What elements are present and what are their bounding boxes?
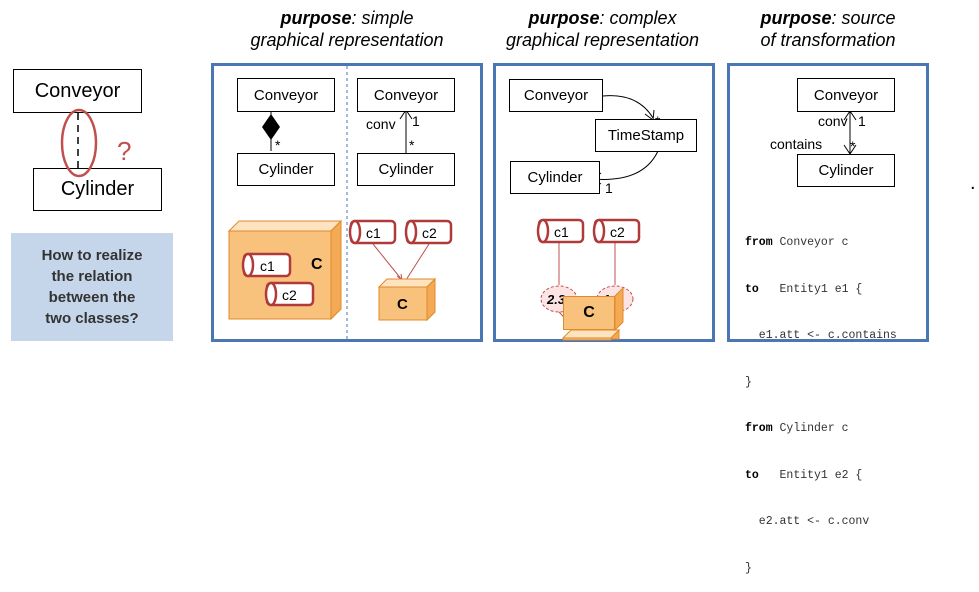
question-line-4: two classes? [45,310,139,327]
panel1-title-line1: : simple [351,8,414,28]
cylinder-right-label-c2: c2 [422,225,437,241]
cylinder-c1: c1 [241,252,292,278]
relation-highlight-ellipse [60,108,98,178]
question-line-3: between the [48,289,136,306]
cylinder-c1-right: c1 [348,219,397,245]
code-line-3: e1.att <- c.contains [745,329,897,342]
panel1-title-bold: purpose [280,8,352,28]
p2-timestamp-label: TimeStamp [607,127,685,144]
panel3-title-line1: : source [831,8,896,28]
panel1-diagram: * conv 1 * C c1 c2 c1 c2 C [227,66,453,339]
mult-star: * [275,137,281,153]
p3-class-cylinder: Cylinder [797,154,895,187]
class-cylinder: Cylinder [33,168,162,211]
panel3-title-bold: purpose [760,8,832,28]
link-c1 [372,243,403,281]
code-line-1: from Conveyor c [745,236,849,249]
container-label: C [311,256,323,273]
role-conv: conv [366,116,396,132]
p3-conveyor-label: Conveyor [813,86,879,104]
p2-class-conveyor: Conveyor [509,79,603,112]
class-conveyor: Conveyor [13,69,142,113]
p2-container-cube [561,328,621,341]
p3-role-contains: contains [770,136,823,152]
panel3-title: purpose: source of transformation [728,7,928,51]
question-line-1: How to realize [41,247,143,264]
panel2-title-bold: purpose [528,8,600,28]
relation-sketch: ? [60,108,131,178]
cylinder-label-c2: c2 [282,287,297,303]
question-box: How to realize the relation between the … [11,233,173,341]
p2-cylinder-c2: c2 [592,218,641,244]
p1-class-conveyor: Conveyor [237,78,335,112]
p1-class-cylinder-right: Cylinder [357,153,455,186]
p2-conveyor-label: Conveyor [523,87,589,104]
question-mark-icon: ? [117,136,131,166]
p1-class-conveyor-right: Conveyor [357,78,455,112]
p3-cylinder-label: Cylinder [818,162,874,179]
panel2-title: purpose: complex graphical representatio… [490,7,715,51]
link-c2 [405,243,430,281]
composition-diamond-icon [262,114,280,140]
code-line-6: to Entity1 e2 { [745,468,863,482]
code-line-2: to Entity1 e1 { [745,282,863,296]
code-line-8: } [745,561,752,575]
link-timestamp-cylinder [592,150,659,180]
trailing-dot: . [970,172,976,194]
panel3-title-line2: of transformation [760,30,896,50]
p2-container-label: C [583,304,595,321]
p1-conveyor-label: Conveyor [253,86,319,104]
p3-mult-star: * [850,138,856,154]
cylinder-right-label-c1: c1 [366,225,381,241]
panel1-title-line2: graphical representation [250,30,444,50]
mult-one: 1 [412,113,420,129]
link-conveyor-timestamp [602,95,654,119]
mult-one-p2: 1 [605,180,613,196]
p2-cylinder-c1: c1 [536,218,585,244]
panel2-title-line2: graphical representation [505,30,700,50]
code-line-4: } [745,375,752,389]
p2-cube-side [614,288,624,332]
panel2-title-line1: : complex [599,8,677,28]
panel-transformation [727,63,929,342]
container-cube-small: C [377,277,437,322]
code-line-5: from Cylinder c [745,422,849,435]
p2-class-timestamp: TimeStamp [595,119,697,152]
p3-class-conveyor: Conveyor [797,78,895,112]
cylinder-c2-right: c2 [404,219,453,245]
p1-conveyor-right-label: Conveyor [373,86,439,104]
code-line-7: e2.att <- c.conv [745,515,870,528]
question-line-2: the relation [51,268,133,285]
p1-class-cylinder: Cylinder [237,153,335,186]
cylinder-c2: c2 [264,281,315,307]
p2-class-cylinder: Cylinder [510,161,600,194]
class-conveyor-label: Conveyor [34,79,121,102]
p2-cylinder-label-c1: c1 [554,224,569,240]
panel1-title: purpose: simple graphical representation [212,7,482,51]
p1-cylinder-label: Cylinder [258,161,314,178]
p2-cube-front: C [563,296,615,330]
p2-cylinder-label-c2: c2 [610,224,625,240]
p3-role-conv: conv [818,113,848,129]
cylinder-label-c1: c1 [260,258,275,274]
p3-mult-one: 1 [858,113,866,129]
mult-star-2: * [409,137,415,153]
p1-cylinder-right-label: Cylinder [378,161,434,178]
value-1: 2.3 [546,292,566,307]
panel-simple [211,63,483,342]
transformation-code: from Conveyor c to Entity1 e1 { e1.att <… [745,204,897,592]
container-small-label: C [397,296,408,313]
p2-cylinder-label: Cylinder [527,169,583,186]
class-cylinder-label: Cylinder [60,178,135,200]
